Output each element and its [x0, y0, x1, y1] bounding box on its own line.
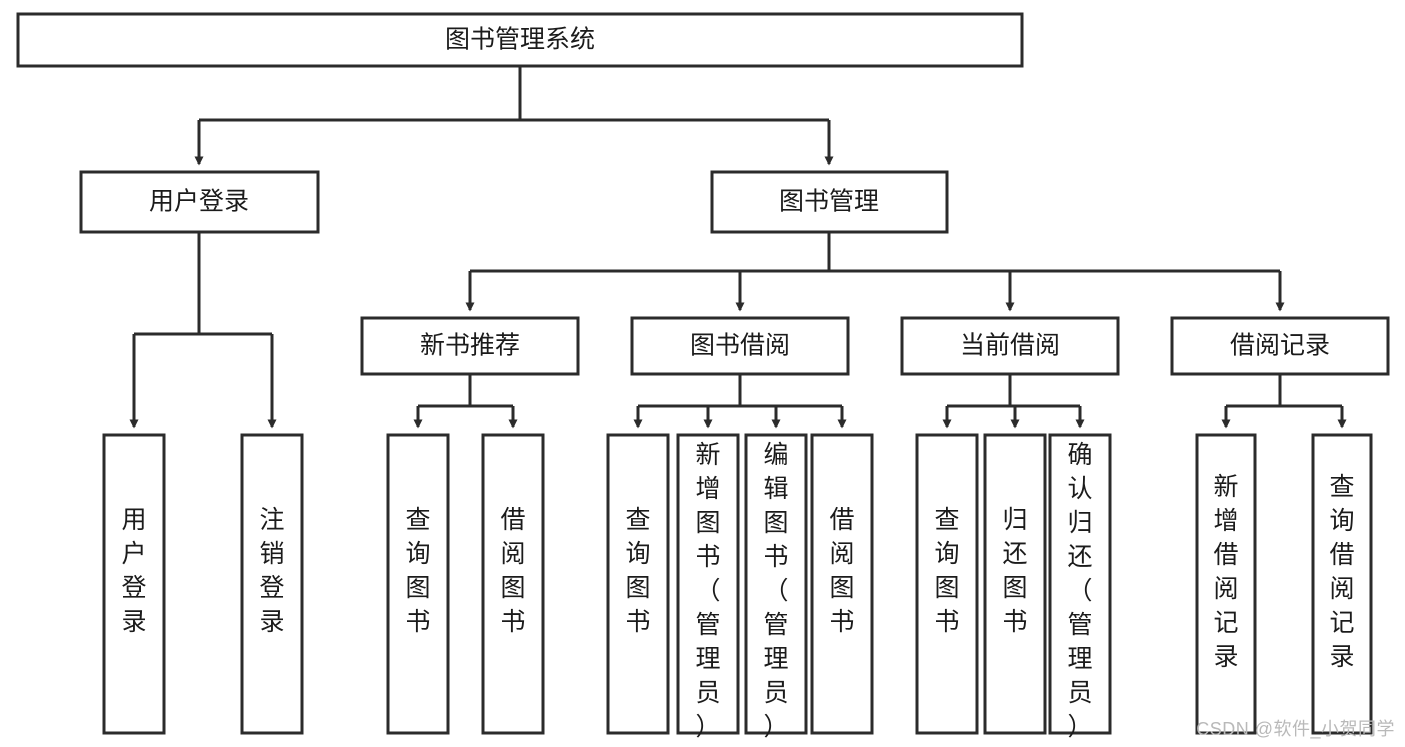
- node-leaf-add-book[interactable]: 新增图书（管理员）: [676, 433, 740, 741]
- node-book-borrow-box[interactable]: [630, 316, 850, 376]
- edge-group-user-login-to-leaves: [129, 232, 277, 429]
- edge-group-book-borrow-to-leaves: [633, 374, 847, 429]
- node-leaf-edit-book[interactable]: 编辑图书（管理员）: [744, 433, 808, 741]
- csdn-watermark: CSDN @软件_小贺同学: [1196, 719, 1395, 739]
- edge-group-new-book-rec-to-leaves: [413, 374, 518, 429]
- node-new-book-recommend-box[interactable]: [360, 316, 580, 376]
- node-leaf-borrow-book-rec-label: 借阅图书: [500, 506, 525, 636]
- node-root-system-label: 图书管理系统: [445, 26, 595, 54]
- node-leaf-add-book-label: 新增图书（管理员）: [695, 441, 720, 741]
- node-leaf-borrow-book[interactable]: 借阅图书: [810, 433, 874, 735]
- node-leaf-edit-book-box[interactable]: [744, 433, 808, 735]
- node-leaf-add-borrow-record-box[interactable]: [1195, 433, 1257, 735]
- node-leaf-logout-box[interactable]: [240, 433, 304, 735]
- node-book-management-label: 图书管理: [779, 188, 879, 216]
- node-leaf-add-borrow-record-label: 新增借阅记录: [1213, 473, 1238, 671]
- node-leaf-query-book-current[interactable]: 查询图书: [915, 433, 979, 735]
- edge-group-borrow-record-to-leaves: [1221, 374, 1347, 429]
- node-new-book-recommend-label: 新书推荐: [420, 332, 520, 360]
- node-leaf-return-book-box[interactable]: [983, 433, 1047, 735]
- node-leaf-edit-book-label: 编辑图书（管理员）: [763, 441, 788, 741]
- node-leaf-query-book-rec-box[interactable]: [386, 433, 450, 735]
- node-book-borrow-label: 图书借阅: [690, 332, 790, 360]
- node-leaf-return-book-label: 归还图书: [1002, 506, 1027, 636]
- node-leaf-return-book[interactable]: 归还图书: [983, 433, 1047, 735]
- node-leaf-query-book-current-box[interactable]: [915, 433, 979, 735]
- node-current-borrow-box[interactable]: [900, 316, 1120, 376]
- node-borrow-record-label: 借阅记录: [1230, 332, 1330, 360]
- node-book-management-box[interactable]: [710, 170, 949, 234]
- node-current-borrow-label: 当前借阅: [960, 332, 1060, 360]
- node-root-system[interactable]: 图书管理系统: [16, 12, 1024, 68]
- node-leaf-query-book-rec-label: 查询图书: [405, 506, 430, 636]
- node-leaf-confirm-return-box[interactable]: [1048, 433, 1112, 735]
- node-root-system-box[interactable]: [16, 12, 1024, 68]
- node-leaf-query-book-borrow[interactable]: 查询图书: [606, 433, 670, 735]
- edge-group-current-borrow-to-leaves: [942, 374, 1085, 429]
- node-leaf-query-book-rec[interactable]: 查询图书: [386, 433, 450, 735]
- node-current-borrow[interactable]: 当前借阅: [900, 316, 1120, 376]
- node-book-management[interactable]: 图书管理: [710, 170, 949, 234]
- node-book-borrow[interactable]: 图书借阅: [630, 316, 850, 376]
- node-leaf-user-login[interactable]: 用户登录: [102, 433, 166, 735]
- node-leaf-query-borrow-record[interactable]: 查询借阅记录: [1311, 433, 1373, 735]
- node-leaf-borrow-book-rec-box[interactable]: [481, 433, 545, 735]
- node-borrow-record-box[interactable]: [1170, 316, 1390, 376]
- node-leaf-query-borrow-record-box[interactable]: [1311, 433, 1373, 735]
- node-leaf-confirm-return-label: 确认归还（管理员）: [1067, 441, 1092, 741]
- node-leaf-borrow-book-rec[interactable]: 借阅图书: [481, 433, 545, 735]
- node-leaf-query-book-current-label: 查询图书: [934, 506, 959, 636]
- node-user-login-box[interactable]: [79, 170, 320, 234]
- node-user-login-label: 用户登录: [149, 188, 249, 216]
- node-leaf-query-book-borrow-box[interactable]: [606, 433, 670, 735]
- node-leaf-confirm-return[interactable]: 确认归还（管理员）: [1048, 433, 1112, 741]
- node-leaf-add-borrow-record[interactable]: 新增借阅记录: [1195, 433, 1257, 735]
- node-leaf-logout[interactable]: 注销登录: [240, 433, 304, 735]
- node-leaf-query-book-borrow-label: 查询图书: [625, 506, 650, 636]
- node-new-book-recommend[interactable]: 新书推荐: [360, 316, 580, 376]
- node-leaf-add-book-box[interactable]: [676, 433, 740, 735]
- node-leaf-borrow-book-box[interactable]: [810, 433, 874, 735]
- node-leaf-borrow-book-label: 借阅图书: [829, 506, 854, 636]
- node-leaf-logout-label: 注销登录: [259, 506, 284, 636]
- edge-group-level1-to-level2: [465, 232, 1285, 312]
- node-borrow-record[interactable]: 借阅记录: [1170, 316, 1390, 376]
- node-leaf-user-login-label: 用户登录: [121, 506, 146, 636]
- node-leaf-user-login-box[interactable]: [102, 433, 166, 735]
- node-user-login[interactable]: 用户登录: [79, 170, 320, 234]
- node-leaf-query-borrow-record-label: 查询借阅记录: [1329, 473, 1354, 671]
- edge-group-root-to-level1: [194, 66, 834, 166]
